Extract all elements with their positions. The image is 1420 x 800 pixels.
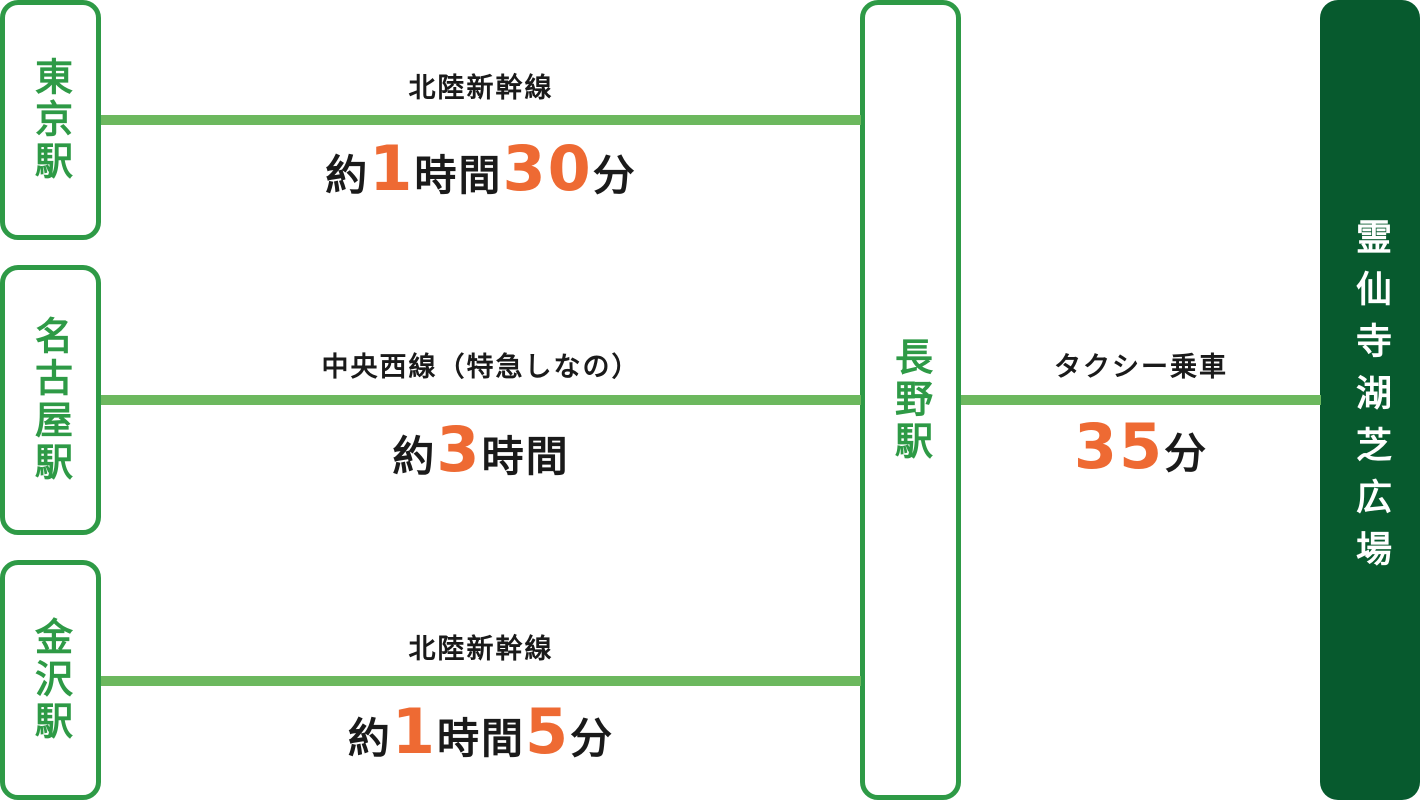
route-name-tokyo: 北陸新幹線 [408, 73, 554, 104]
station-nagano-label: 長野駅 [888, 337, 933, 463]
station-tokyo-label: 東京駅 [28, 57, 73, 183]
route-line-taxi [961, 395, 1321, 405]
station-tokyo: 東京駅 [0, 0, 101, 240]
duration-unit: 分 [1164, 429, 1209, 478]
duration-nagoya: 約3時間 [101, 413, 861, 486]
station-nagoya: 名古屋駅 [0, 265, 101, 535]
station-nagoya-label: 名古屋駅 [28, 316, 73, 484]
duration-number: 35 [1073, 410, 1165, 483]
duration-unit: 約 [392, 432, 437, 481]
duration-unit: 時間 [436, 714, 525, 763]
duration-unit: 約 [347, 714, 392, 763]
station-kanazawa: 金沢駅 [0, 560, 101, 800]
destination-label: 霊仙寺湖芝広場 [1350, 218, 1391, 582]
route-name-nagoya: 中央西線（特急しなの） [321, 352, 641, 383]
duration-taxi: 35分 [961, 410, 1321, 483]
duration-kanazawa: 約1時間5分 [101, 695, 861, 768]
duration-number: 1 [369, 132, 415, 205]
station-kanazawa-label: 金沢駅 [28, 617, 73, 743]
duration-unit: 時間 [414, 151, 503, 200]
route-line-nagoya [101, 395, 861, 405]
duration-unit: 分 [592, 151, 637, 200]
route-line-kanazawa [101, 676, 861, 686]
duration-unit: 約 [325, 151, 370, 200]
duration-number: 3 [436, 413, 482, 486]
duration-unit: 時間 [481, 432, 570, 481]
duration-number: 1 [391, 695, 437, 768]
route-name-taxi: タクシー乗車 [1054, 352, 1228, 383]
duration-number: 5 [525, 695, 571, 768]
destination-box: 霊仙寺湖芝広場 [1320, 0, 1420, 800]
route-line-tokyo [101, 115, 861, 125]
route-name-kanazawa: 北陸新幹線 [408, 634, 554, 665]
duration-tokyo: 約1時間30分 [101, 132, 861, 205]
duration-unit: 分 [570, 714, 615, 763]
duration-number: 30 [502, 132, 593, 205]
station-nagano: 長野駅 [860, 0, 961, 800]
